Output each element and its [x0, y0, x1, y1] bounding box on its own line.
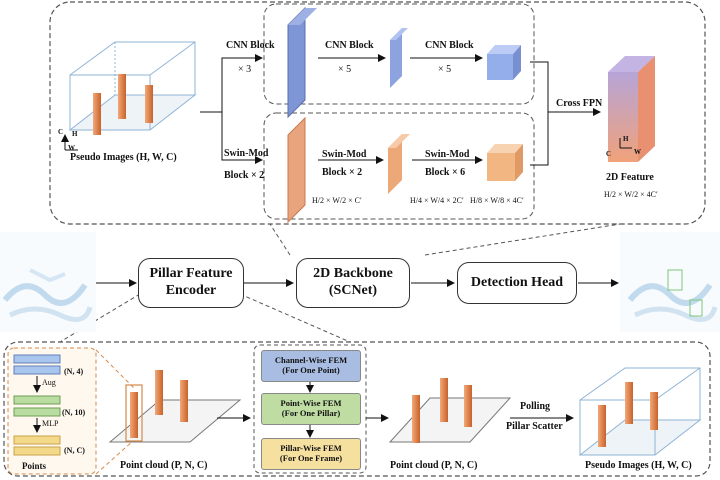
cross-fpn-label: Cross FPN [556, 98, 603, 109]
dim-label-3: H/8 × W/8 × 4C′ [470, 196, 524, 205]
swin-mult-label-1: Block × 2 [224, 170, 265, 181]
feature-axis-w: W [634, 148, 641, 156]
pillar-wise-fem-box: Pillar-Wise FEM (For One Frame) [261, 438, 361, 470]
point-cloud-1-graphic [108, 370, 242, 443]
axis-h-label: H [72, 130, 78, 138]
cnn-mult-label-2: × 5 [338, 64, 352, 75]
feature-2d-label: 2D Feature [606, 172, 654, 183]
point-fem-title: Point-Wise FEM [280, 398, 342, 409]
swin-block-2 [388, 134, 410, 194]
dim-label-2: H/4 × W/4 × 2C′ [410, 196, 464, 205]
channel-fem-title: Channel-Wise FEM [274, 355, 348, 366]
swin-mult-label-2: Block × 2 [322, 167, 363, 178]
pseudo-image-3d-bottom [578, 367, 702, 456]
output-point-cloud-right [620, 232, 720, 332]
pillar-fem-sub: (For One Frame) [279, 453, 343, 463]
feature-axis-c: C [606, 150, 612, 158]
pseudo-image-3d-top [61, 41, 197, 151]
axis-c-label: C [58, 128, 64, 136]
swin-block-1 [287, 116, 306, 224]
polling-label: Polling [520, 401, 551, 412]
pseudo-images-label-top: Pseudo Images (H, W, C) [70, 152, 177, 163]
swin-label-1: Swin-Mod [224, 148, 269, 159]
cnn-block-label-2: CNN Block [325, 40, 374, 51]
backbone-line-2: (SCNet) [328, 283, 378, 298]
input-point-cloud-left [0, 232, 96, 332]
point-cloud-label-1: Point cloud (P, N, C) [120, 460, 208, 471]
cnn-block-label-3: CNN Block [425, 40, 474, 51]
pseudo-images-label-bottom: Pseudo Images (H, W, C) [585, 460, 692, 471]
backbone-detail-region [49, 1, 706, 225]
cnn-block-2 [390, 28, 408, 88]
pillar-scatter-label: Pillar Scatter [506, 421, 563, 432]
stack-nc-label: (N, C) [64, 446, 85, 455]
backbone-box: 2D Backbone (SCNet) [296, 258, 410, 308]
swin-branch-panel [263, 112, 535, 220]
point-cloud-2-graphic [388, 378, 512, 443]
point-wise-fem-box: Point-Wise FEM (For One Pillar) [261, 393, 361, 425]
swin-label-3: Swin-Mod [425, 149, 470, 160]
feature-2d-block [608, 56, 655, 162]
points-label: Points [22, 461, 47, 471]
encoder-detail-region [3, 341, 711, 477]
detection-head-label: Detection Head [470, 274, 564, 290]
dim-label-1: H/2 × W/2 × C′ [312, 196, 362, 205]
feature-dim-label: H/2 × W/2 × 4C′ [604, 190, 658, 199]
pillar-feature-encoder-box: Pillar Feature Encoder [138, 258, 244, 308]
fem-panel [253, 344, 367, 474]
cnn-branch-panel [263, 3, 535, 105]
cnn-mult-label-1: × 3 [238, 64, 252, 75]
swin-block-3 [487, 144, 523, 181]
channel-wise-fem-box: Channel-Wise FEM (For One Point) [261, 350, 361, 382]
point-fem-sub: (For One Pillar) [281, 408, 341, 418]
stack-n4-label: (N, 4) [64, 367, 84, 376]
pillar-encoder-line-1: Pillar Feature [149, 266, 233, 282]
cnn-block-1 [287, 6, 317, 119]
stack-n10-label: (N, 10) [62, 408, 86, 417]
backbone-line-1: 2D Backbone [313, 266, 393, 282]
swin-mult-label-3: Block × 6 [425, 167, 466, 178]
pillar-fem-title: Pillar-Wise FEM [280, 443, 342, 454]
feature-axis-h: H [623, 135, 629, 143]
pillar-encoder-line-2: Encoder [165, 283, 217, 298]
axis-w-label: W [68, 144, 75, 152]
aug-label: Aug [42, 378, 56, 387]
cnn-mult-label-3: × 5 [438, 64, 452, 75]
cnn-block-label-1: CNN Block [226, 40, 275, 51]
swin-label-2: Swin-Mod [322, 149, 367, 160]
detection-head-box: Detection Head [457, 262, 577, 304]
cnn-block-3 [487, 45, 521, 80]
point-cloud-label-2: Point cloud (P, N, C) [390, 460, 478, 471]
mlp-label: MLP [42, 419, 59, 428]
channel-fem-sub: (For One Point) [282, 365, 340, 375]
